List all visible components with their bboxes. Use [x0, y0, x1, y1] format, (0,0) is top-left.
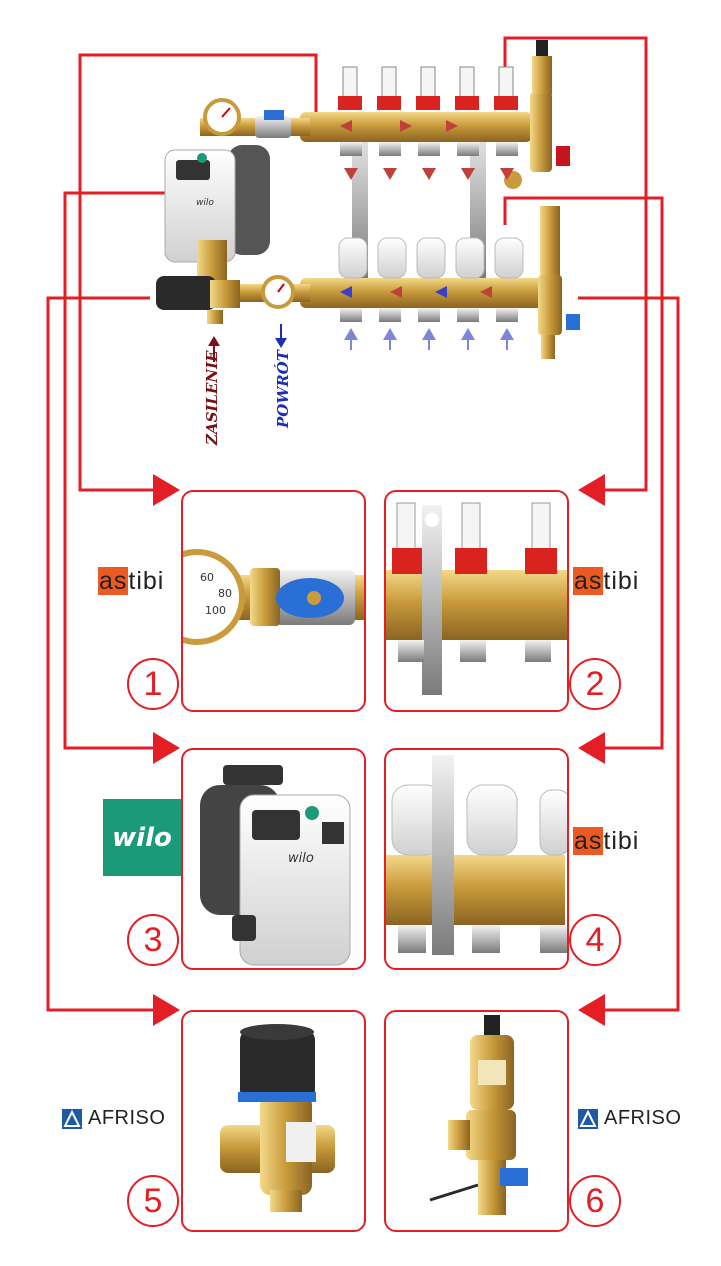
astibi-highlight: as — [573, 827, 604, 855]
astibi-highlight: as — [573, 567, 604, 595]
afriso-logo-panel-5: AFRISO — [62, 1107, 165, 1130]
panel-5-number: 5 — [127, 1175, 179, 1227]
connector-lines — [46, 36, 680, 1012]
wilo-logo: wilo — [103, 799, 181, 876]
connector-arrowheads — [153, 474, 605, 1026]
panel-2-number: 2 — [569, 658, 621, 710]
arrowhead-panel-2 — [578, 474, 605, 506]
return-label: POWRÓT — [274, 350, 292, 428]
panel-5-frame — [181, 1010, 366, 1232]
arrowhead-panel-1 — [153, 474, 180, 506]
return-arrow — [275, 324, 287, 348]
arrowhead-panel-4 — [578, 732, 605, 764]
astibi-rest: tibi — [603, 567, 640, 595]
panel-1-number: 1 — [127, 658, 179, 710]
supply-arrow — [208, 336, 220, 362]
panel-6-number: 6 — [569, 1175, 621, 1227]
astibi-rest: tibi — [128, 567, 165, 595]
panel-3-number: 3 — [127, 914, 179, 966]
astibi-highlight: as — [98, 567, 129, 595]
astibi-logo-panel-4: astibi — [573, 827, 639, 856]
panel-2-frame — [384, 490, 569, 712]
supply-flow-arrows — [340, 120, 514, 180]
astibi-logo-panel-2: astibi — [573, 567, 639, 596]
astibi-logo-panel-1: astibi — [98, 567, 164, 596]
return-flow-arrows — [340, 286, 514, 350]
arrowhead-panel-6 — [578, 994, 605, 1026]
wilo-logo-text: wilo — [112, 822, 172, 853]
arrowhead-panel-3 — [153, 732, 180, 764]
afriso-logo-panel-6: AFRISO — [578, 1107, 681, 1130]
afriso-mark-icon — [578, 1108, 598, 1129]
afriso-text: AFRISO — [88, 1107, 166, 1129]
panel-3-frame — [181, 748, 366, 970]
supply-label: ZASILENIE — [203, 350, 221, 445]
panel-1-frame — [181, 490, 366, 712]
astibi-rest: tibi — [603, 827, 640, 855]
svg-text:wilo: wilo — [196, 198, 214, 208]
pump-illustration: wilo — [164, 145, 270, 280]
panel-4-number: 4 — [569, 914, 621, 966]
thermostatic-caps — [338, 237, 524, 279]
flow-meters — [338, 66, 518, 110]
afriso-mark-icon — [62, 1108, 82, 1129]
panel-4-frame — [384, 748, 569, 970]
manifold-assembly-illustration: wilo — [156, 40, 580, 362]
arrowhead-panel-5 — [153, 994, 180, 1026]
afriso-text: AFRISO — [604, 1107, 682, 1129]
panel-6-frame — [384, 1010, 569, 1232]
